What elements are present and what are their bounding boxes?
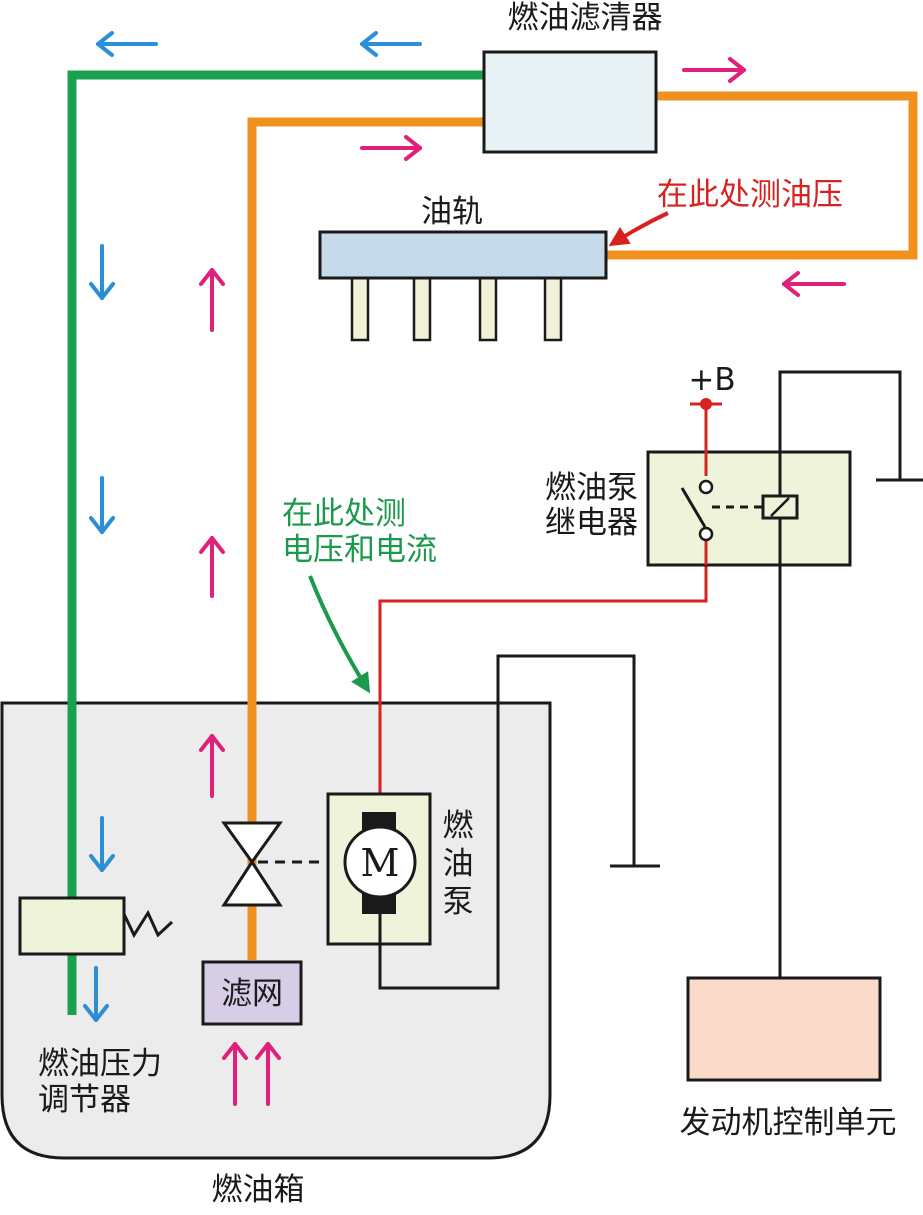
pump-motor-label: M [361,841,400,885]
relay-coil-slash [770,497,790,517]
ecu-label: 发动机控制单元 [680,1105,897,1141]
regulator-label: 调节器 [38,1082,131,1118]
check-valve [221,859,283,907]
fuel-rail [318,230,608,280]
voltage-callout-arrow [308,575,371,694]
strainer-label: 滤网 [221,976,283,1012]
pressure-regulator [18,896,126,956]
injector [478,275,498,342]
injector [350,275,370,342]
fuel-filter [482,50,658,154]
battery-positive-label: +B [688,362,735,398]
measure-voltage-label: 电压和电流 [282,532,437,568]
pump-brush [362,894,396,914]
strainer [201,960,303,1026]
injector [543,275,563,342]
regulator-label: 燃油压力 [38,1046,162,1082]
measure-pressure-label: 在此处测油压 [657,177,843,213]
relay-switch [680,487,707,528]
injector [412,275,432,342]
relay-contact [698,526,714,542]
supply-fuel-line [247,117,486,960]
rail-feed-line [606,91,918,260]
fuel-rail-label: 油轨 [421,194,483,230]
fuel-pump-label: 燃 [443,808,474,844]
regulator-spring [122,909,174,939]
check-valve [221,821,283,865]
fuel-filter-label: 燃油滤清器 [508,0,663,36]
pump-motor [343,825,417,899]
relay-label: 继电器 [545,505,638,541]
relay-contact [698,479,714,495]
return-fuel-line [67,70,486,1015]
engine-control-unit [686,976,882,1082]
measure-voltage-label: 在此处测 [282,496,406,532]
pressure-callout-arrow [608,211,669,247]
fuel-tank-label: 燃油箱 [212,1172,305,1208]
supply-flow-arrows [199,57,846,1106]
return-flow-arrows [83,31,422,1022]
relay-label: 燃油泵 [545,470,638,506]
fuel-pump-relay [646,450,852,567]
fuel-pump-label: 泵 [443,884,474,920]
fuel-pump-label: 油 [443,846,474,882]
